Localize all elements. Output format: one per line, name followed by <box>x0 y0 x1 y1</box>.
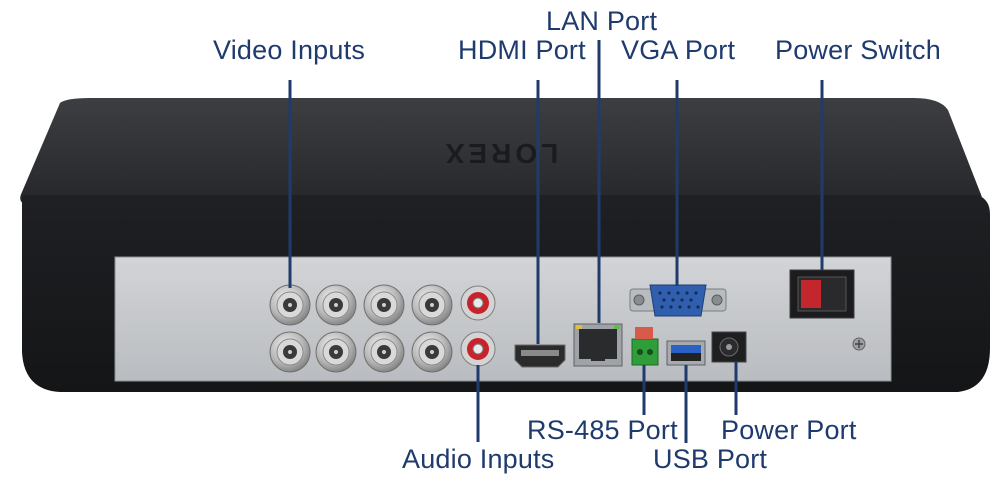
callout-lines <box>288 40 824 443</box>
lan-connector[interactable] <box>573 323 623 367</box>
dvr-device: LOREX <box>20 98 990 392</box>
rs485-connector[interactable] <box>631 327 659 366</box>
video-input-connector[interactable] <box>269 284 311 326</box>
video-input-connector[interactable] <box>363 331 405 373</box>
label-hdmi-port: HDMI Port <box>458 35 586 65</box>
label-power-port: Power Port <box>721 415 857 445</box>
power-port-connector[interactable] <box>711 331 747 363</box>
usb-connector[interactable] <box>666 340 706 366</box>
label-rs485-port: RS-485 Port <box>527 415 678 445</box>
video-input-connector[interactable] <box>411 284 453 326</box>
back-panel <box>114 256 892 382</box>
ground-screw <box>852 337 866 351</box>
power-switch[interactable] <box>789 269 855 319</box>
audio-input-group <box>460 285 496 367</box>
audio-input-connector[interactable] <box>460 331 496 367</box>
device-top-surface <box>20 98 982 205</box>
label-usb-port: USB Port <box>653 444 768 474</box>
video-input-connector[interactable] <box>315 284 357 326</box>
brand-logo: LOREX <box>442 138 558 169</box>
video-input-group <box>269 284 453 373</box>
video-input-connector[interactable] <box>363 284 405 326</box>
label-power-switch: Power Switch <box>775 35 941 65</box>
label-vga-port: VGA Port <box>621 35 736 65</box>
audio-input-connector[interactable] <box>460 285 496 321</box>
label-video-inputs: Video Inputs <box>213 35 366 65</box>
video-input-connector[interactable] <box>411 331 453 373</box>
label-lan-port: LAN Port <box>546 6 658 36</box>
hdmi-connector[interactable] <box>514 344 566 368</box>
video-input-connector[interactable] <box>269 331 311 373</box>
video-input-connector[interactable] <box>315 331 357 373</box>
label-audio-inputs: Audio Inputs <box>402 444 555 474</box>
vga-connector[interactable] <box>629 284 727 317</box>
